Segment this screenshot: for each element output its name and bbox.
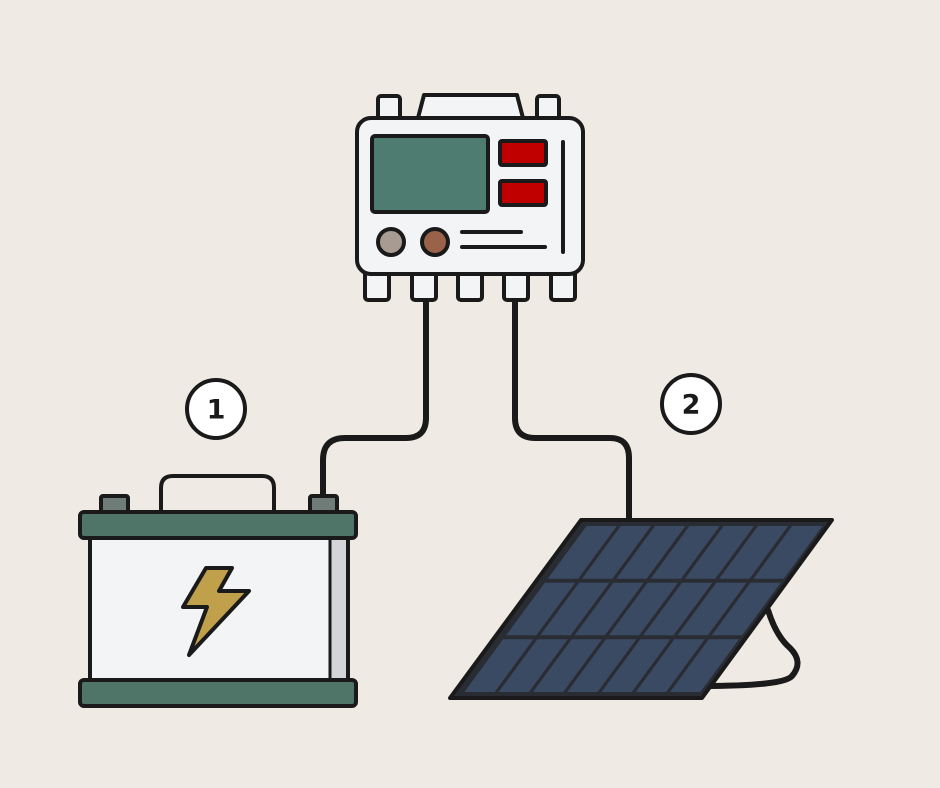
solar-cells (464, 526, 823, 692)
solar-cell (650, 526, 720, 579)
step-1-number: 1 (207, 395, 226, 426)
charge-controller-icon (355, 93, 585, 302)
solar-cell (635, 639, 705, 692)
solar-panel-cable (512, 291, 632, 523)
step-2-marker: 2 (660, 373, 722, 435)
solar-cell (540, 582, 610, 636)
step-2-number: 2 (682, 390, 701, 421)
solar-cell (464, 639, 534, 692)
controller-indicator-bottom (498, 179, 548, 207)
solar-cell (506, 582, 576, 636)
solar-cell (684, 526, 754, 579)
solar-cell (582, 526, 652, 579)
car-battery-icon (78, 474, 358, 708)
solar-cell (574, 582, 644, 636)
solar-panel-icon (448, 518, 834, 700)
solar-cell (753, 526, 823, 579)
controller-knob-left (376, 227, 406, 257)
solar-cell (608, 582, 678, 636)
controller-knob-right (420, 227, 450, 257)
solar-cell (677, 582, 747, 636)
solar-cell (616, 526, 686, 579)
solar-cell (719, 526, 789, 579)
solar-cell (601, 639, 671, 692)
battery-bottom-band (78, 678, 358, 708)
solar-cell (532, 639, 602, 692)
controller-indicator-top (498, 139, 548, 167)
solar-cell (711, 582, 781, 636)
controller-screen (370, 134, 490, 214)
solar-cell (498, 639, 568, 692)
solar-cell (567, 639, 637, 692)
solar-cell (643, 582, 713, 636)
lightning-bolt-icon (181, 566, 251, 657)
step-1-marker: 1 (185, 378, 247, 440)
battery-cable (320, 291, 429, 499)
solar-cell (547, 526, 617, 579)
solar-cell (670, 639, 740, 692)
battery-top-band (78, 510, 358, 540)
